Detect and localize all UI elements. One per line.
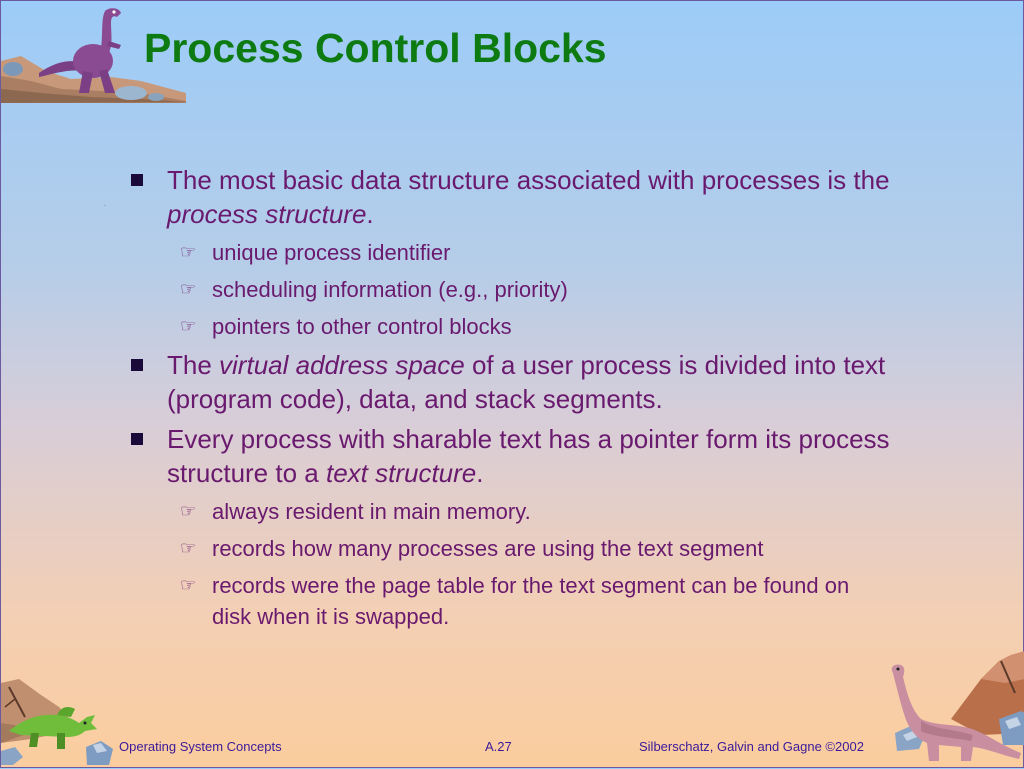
bullet-text-part: . bbox=[476, 458, 484, 488]
bullet-text-italic: text structure bbox=[325, 458, 477, 488]
bullet-text-italic: virtual address space bbox=[219, 350, 465, 380]
pointing-hand-icon: ☞ bbox=[180, 538, 197, 558]
sub-bullet-text: records were the page table for the text… bbox=[212, 573, 850, 629]
bullet-item: Every process with sharable text has a p… bbox=[131, 422, 891, 490]
slide-body: The most basic data structure associated… bbox=[131, 163, 891, 638]
sub-bullet-item: ☞ pointers to other control blocks bbox=[131, 311, 891, 342]
bullet-text-italic: process structure bbox=[167, 199, 367, 229]
bullet-item: The most basic data structure associated… bbox=[131, 163, 891, 231]
sub-bullet-item: ☞ records how many processes are using t… bbox=[131, 533, 891, 564]
sub-bullet-item: ☞ records were the page table for the te… bbox=[131, 570, 891, 632]
sub-bullet-text: scheduling information (e.g., priority) bbox=[212, 277, 568, 302]
footer-course-title: Operating System Concepts bbox=[119, 739, 282, 754]
pointing-hand-icon: ☞ bbox=[180, 316, 197, 336]
footer-copyright: Silberschatz, Galvin and Gagne ©2002 bbox=[639, 739, 864, 754]
pointing-hand-icon: ☞ bbox=[180, 279, 197, 299]
sub-bullet-item: ☞ unique process identifier bbox=[131, 237, 891, 268]
pink-dinosaur-icon bbox=[891, 651, 1024, 761]
square-bullet-icon bbox=[131, 433, 143, 445]
square-bullet-icon bbox=[131, 359, 143, 371]
pointing-hand-icon: ☞ bbox=[180, 242, 197, 262]
bullet-text-part: Every process with sharable text has a p… bbox=[167, 424, 890, 488]
page-title: Process Control Blocks bbox=[144, 25, 607, 71]
footer-slide-number: A.27 bbox=[485, 739, 512, 754]
sub-bullet-text: always resident in main memory. bbox=[212, 499, 531, 524]
purple-dinosaur-icon bbox=[1, 8, 186, 103]
bullet-text-part: . bbox=[366, 199, 374, 229]
sub-bullet-item: ☞ scheduling information (e.g., priority… bbox=[131, 274, 891, 305]
bullet-text-part: The most basic data structure associated… bbox=[167, 165, 890, 195]
bullet-text-part: of a user process is divided into text (… bbox=[167, 350, 886, 414]
decorative-dot: ` bbox=[104, 206, 106, 212]
bullet-text-part: The bbox=[167, 350, 220, 380]
pointing-hand-icon: ☞ bbox=[180, 575, 197, 595]
sub-bullet-text: records how many processes are using the… bbox=[212, 536, 764, 561]
square-bullet-icon bbox=[131, 174, 143, 186]
bullet-item: The virtual address space of a user proc… bbox=[131, 348, 891, 416]
sub-bullet-text: pointers to other control blocks bbox=[212, 314, 512, 339]
sub-bullet-item: ☞ always resident in main memory. bbox=[131, 496, 891, 527]
green-dinosaur-icon bbox=[1, 679, 113, 765]
pointing-hand-icon: ☞ bbox=[180, 501, 197, 521]
sub-bullet-text: unique process identifier bbox=[212, 240, 451, 265]
